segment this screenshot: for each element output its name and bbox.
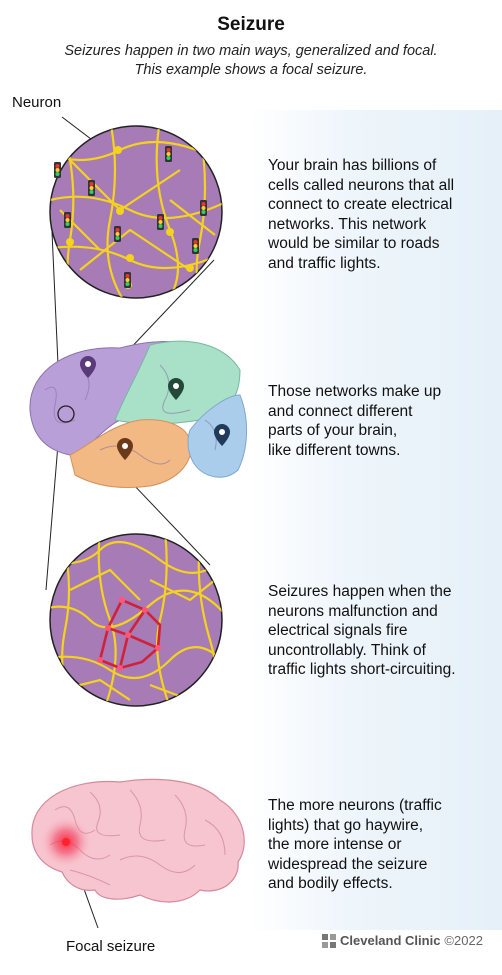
- focal-seizure-brain: [31, 778, 245, 903]
- brand-name: Cleveland Clinic: [340, 933, 441, 948]
- traffic-light-icons: [54, 146, 207, 288]
- panel-1-text: Your brain has billions of cells called …: [268, 157, 455, 272]
- seizure-network-circle: [49, 533, 223, 707]
- footer-credit: Cleveland Clinic ©2022: [322, 933, 483, 948]
- neuron-network-circle: [49, 125, 223, 299]
- brain-regions: [29, 340, 248, 488]
- neuron-label: Neuron: [12, 94, 62, 111]
- cleveland-clinic-logo-icon: [322, 933, 336, 948]
- page-title: Seizure: [217, 14, 285, 35]
- page-subtitle: Seizures happen in two main ways, genera…: [64, 43, 438, 78]
- focal-seizure-label: Focal seizure: [66, 938, 156, 955]
- panel-4-text: The more neurons (traffic lights) that g…: [268, 797, 442, 892]
- panel-3-text: Seizures happen when the neurons malfunc…: [268, 583, 456, 678]
- panel-2-text: Those networks make up and connect diffe…: [268, 383, 442, 459]
- copyright-year: ©2022: [444, 933, 483, 948]
- map-pin-icons: [80, 356, 230, 460]
- short-circuit-path: [98, 598, 162, 670]
- background-panel: [250, 110, 502, 930]
